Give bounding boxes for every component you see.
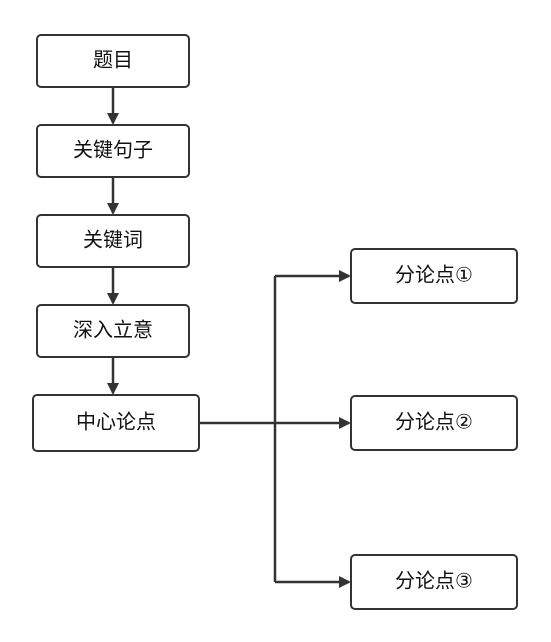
node-sub-point-2: 分论点②	[350, 395, 518, 451]
node-sub-point-3: 分论点③	[350, 554, 518, 610]
node-keywords-label: 关键词	[83, 228, 143, 252]
node-key-sentence: 关键句子	[36, 124, 190, 178]
node-sub-point-1-label: 分论点①	[395, 263, 473, 287]
node-topic: 题目	[36, 34, 190, 88]
node-sub-point-3-label: 分论点③	[395, 569, 473, 593]
node-topic-label: 题目	[93, 48, 133, 72]
node-central-thesis-label: 中心论点	[76, 410, 156, 434]
node-sub-point-1: 分论点①	[350, 248, 518, 304]
node-key-sentence-label: 关键句子	[73, 138, 153, 162]
node-central-thesis: 中心论点	[32, 394, 200, 452]
node-deep-idea: 深入立意	[36, 304, 190, 358]
node-deep-idea-label: 深入立意	[73, 318, 153, 342]
node-keywords: 关键词	[36, 214, 190, 268]
node-sub-point-2-label: 分论点②	[395, 410, 473, 434]
